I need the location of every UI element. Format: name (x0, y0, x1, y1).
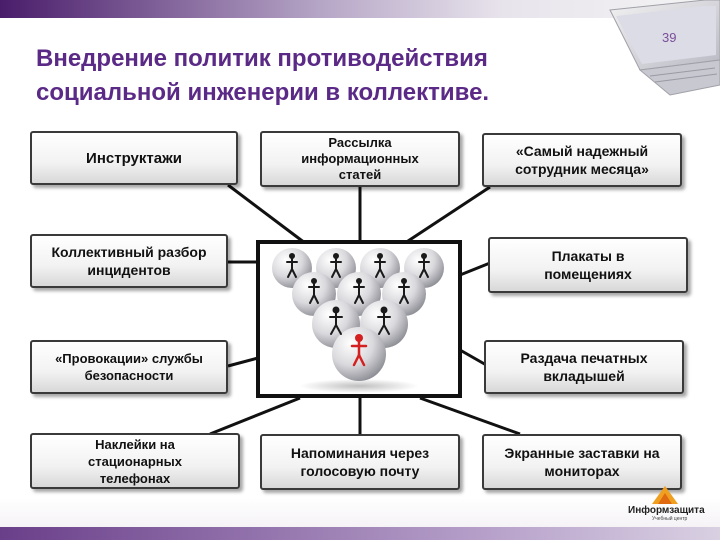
connector-briefings (227, 183, 306, 245)
connector-posters (459, 261, 491, 277)
box-leaflets: Раздача печатных вкладышей (484, 340, 684, 394)
slide-number: 39 (662, 30, 677, 45)
box-mailing-label: Рассылка информационных статей (301, 135, 419, 182)
bottom-decor-strip (0, 527, 720, 540)
connector-leaflets (459, 348, 489, 368)
center-image-frame (256, 240, 462, 398)
informzaschita-logo-icon (652, 486, 678, 504)
box-briefings: Инструктажи (30, 131, 238, 185)
box-voicemail-label: Напоминания через голосовую почту (290, 445, 430, 479)
box-provocations: «Провокации» службы безопасности (30, 340, 228, 394)
box-best-employee-label: «Самый надежный сотрудник месяца» (515, 143, 649, 177)
box-leaflets-label: Раздача печатных вкладышей (520, 350, 648, 384)
connector-screensavers (419, 396, 521, 436)
box-posters: Плакаты в помещениях (488, 237, 688, 293)
box-incident-review-label: Коллективный разбор инцидентов (51, 244, 207, 278)
box-best-employee: «Самый надежный сотрудник месяца» (482, 133, 682, 187)
top-decor-band (0, 0, 720, 18)
people-spheres-pyramid-icon (272, 248, 444, 393)
slide-title-line-2: социальной инженерии в коллективе. (36, 79, 490, 106)
box-briefings-label: Инструктажи (86, 149, 182, 167)
connector-best-employee (404, 185, 491, 245)
logo-name: Информзащита (628, 505, 705, 516)
box-mailing: Рассылка информационных статей (260, 131, 460, 187)
box-posters-label: Плакаты в помещениях (544, 248, 632, 282)
connector-provocations (227, 356, 259, 368)
box-screensavers-label: Экранные заставки на мониторах (504, 445, 660, 479)
box-phone-stickers: Наклейки на стационарных телефонах (30, 433, 240, 489)
box-phone-stickers-label: Наклейки на стационарных телефонах (88, 436, 182, 486)
box-screensavers: Экранные заставки на мониторах (482, 434, 682, 490)
box-voicemail: Напоминания через голосовую почту (260, 434, 460, 490)
box-provocations-label: «Провокации» службы безопасности (55, 351, 203, 383)
highlighted-person-icon (350, 334, 368, 367)
logo-tagline: Учебный центр (652, 516, 688, 522)
slide-title-line-1: Внедрение политик противодействия (36, 45, 488, 72)
slide-title: Внедрение политик противодействия социал… (36, 42, 636, 110)
box-incident-review: Коллективный разбор инцидентов (30, 234, 228, 288)
laptop-icon (609, 0, 720, 96)
connector-phone-stickers (209, 396, 301, 436)
